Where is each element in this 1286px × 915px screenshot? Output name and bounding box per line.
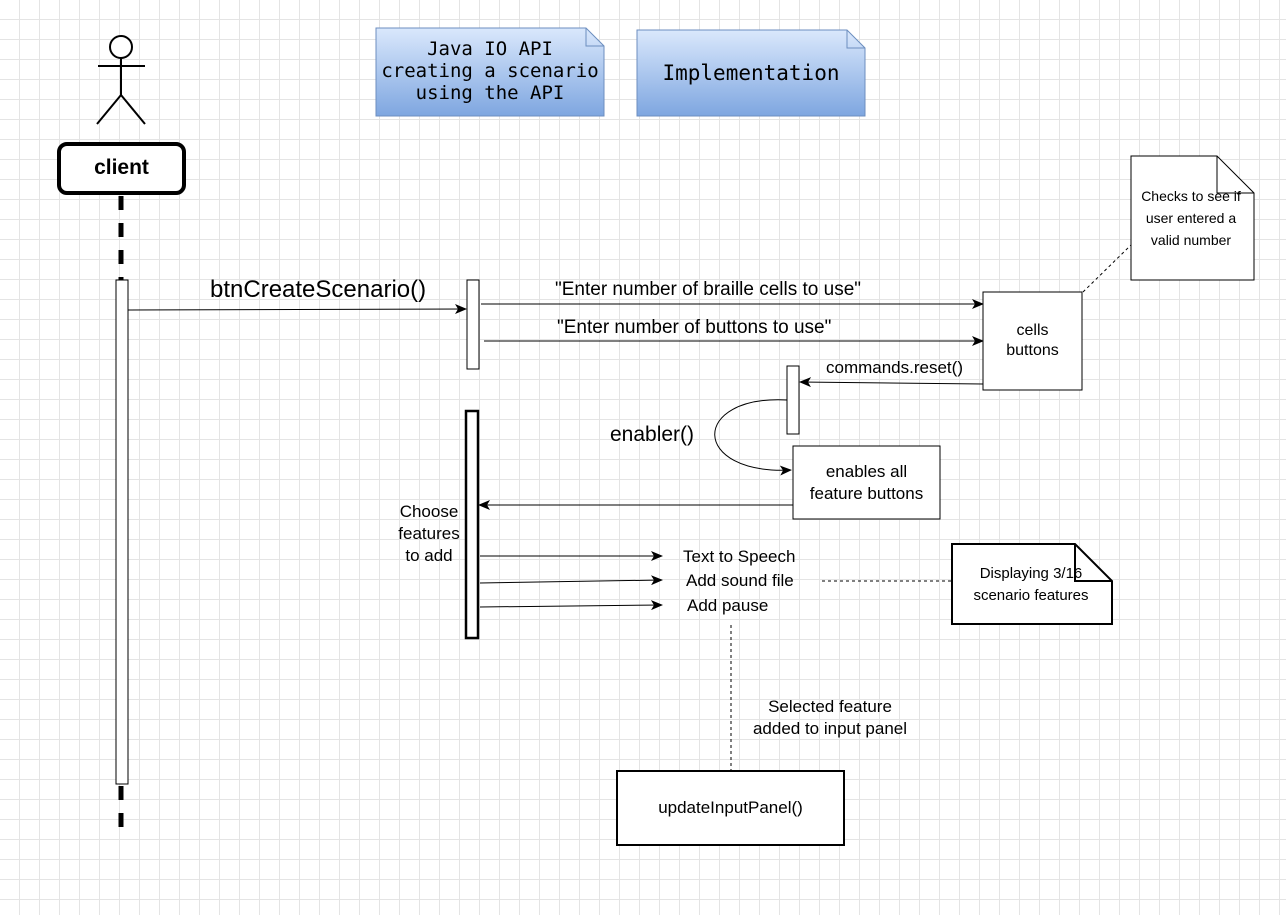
checks-line-1: Checks to see if (1141, 188, 1241, 204)
java-io-line-1: Java IO API (427, 38, 553, 61)
implementation-label: Implementation (662, 60, 840, 85)
client-activation-bar[interactable] (115, 279, 129, 785)
cells-buttons-box: cells buttons (983, 292, 1082, 390)
choose-line-1: Choose (399, 502, 459, 521)
feature-add-sound-file: Add sound file (686, 571, 794, 590)
java-io-line-2: creating a scenario (381, 60, 599, 83)
implementation-note-shape[interactable] (636, 29, 866, 117)
create-activation-bar[interactable] (466, 279, 480, 370)
feature-add-pause: Add pause (687, 596, 769, 615)
btn-create-label: btnCreateScenario() (210, 276, 427, 303)
update-input-box-shape[interactable] (616, 770, 845, 846)
choose-line-2: features (398, 524, 460, 543)
checks-line-2: user entered a (1145, 210, 1237, 226)
enabler-label: enabler() (610, 423, 695, 446)
implementation-note: Implementation (637, 30, 865, 116)
java-io-note: Java IO API creating a scenario using th… (376, 28, 604, 116)
enables-all-line-2: feature buttons (809, 483, 924, 503)
update-input-panel-box: updateInputPanel() (617, 771, 844, 845)
checks-line-3: valid number (1150, 232, 1232, 248)
selected-feature-label: Selected feature added to input panel (738, 695, 922, 741)
reset-activation-bar[interactable] (786, 365, 800, 435)
choose-features-label: Choose features to add (390, 500, 468, 568)
selected-line-2: added to input panel (752, 719, 908, 738)
feature-arrow-sound (479, 575, 663, 586)
client-label: client (94, 156, 149, 180)
btn-create-arrow (127, 304, 467, 315)
selected-line-1: Selected feature (768, 697, 892, 716)
client-box: client (59, 144, 184, 193)
enter-buttons-label: "Enter number of buttons to use" (557, 317, 832, 338)
enables-all-box-shape[interactable] (792, 445, 941, 520)
features-activation-bar[interactable] (464, 409, 480, 640)
feature-arrow-pause (479, 600, 663, 611)
enter-cells-label: "Enter number of braille cells to use" (555, 279, 862, 300)
commands-reset-arrow (799, 377, 984, 388)
displaying-line-2: scenario features (973, 587, 1089, 604)
commands-reset-label: commands.reset() (826, 358, 963, 377)
client-box-shape[interactable] (57, 142, 186, 195)
java-io-line-3: using the API (415, 81, 565, 104)
cells-buttons-box-shape[interactable] (982, 291, 1083, 391)
enables-all-line-1: enables all (825, 462, 908, 482)
choose-line-3: to add (405, 546, 453, 565)
actor-stick-figure[interactable] (96, 35, 146, 125)
displaying-note: Displaying 3/16 scenario features (956, 563, 1106, 607)
checks-note: Checks to see if user entered a valid nu… (1131, 184, 1251, 252)
buttons-label: buttons (1006, 342, 1059, 359)
displaying-line-1: Displaying 3/16 (979, 565, 1083, 582)
cells-label: cells (1016, 322, 1049, 339)
enables-all-box: enables all feature buttons (793, 446, 940, 519)
java-io-note-shape[interactable] (375, 27, 605, 117)
update-input-panel-label: updateInputPanel() (658, 798, 803, 818)
checks-note-link (1082, 244, 1132, 293)
checks-note-shape[interactable] (1130, 155, 1255, 281)
feature-text-to-speech: Text to Speech (683, 547, 796, 566)
displaying-note-shape[interactable] (951, 543, 1113, 625)
enabler-arc (714, 399, 792, 476)
